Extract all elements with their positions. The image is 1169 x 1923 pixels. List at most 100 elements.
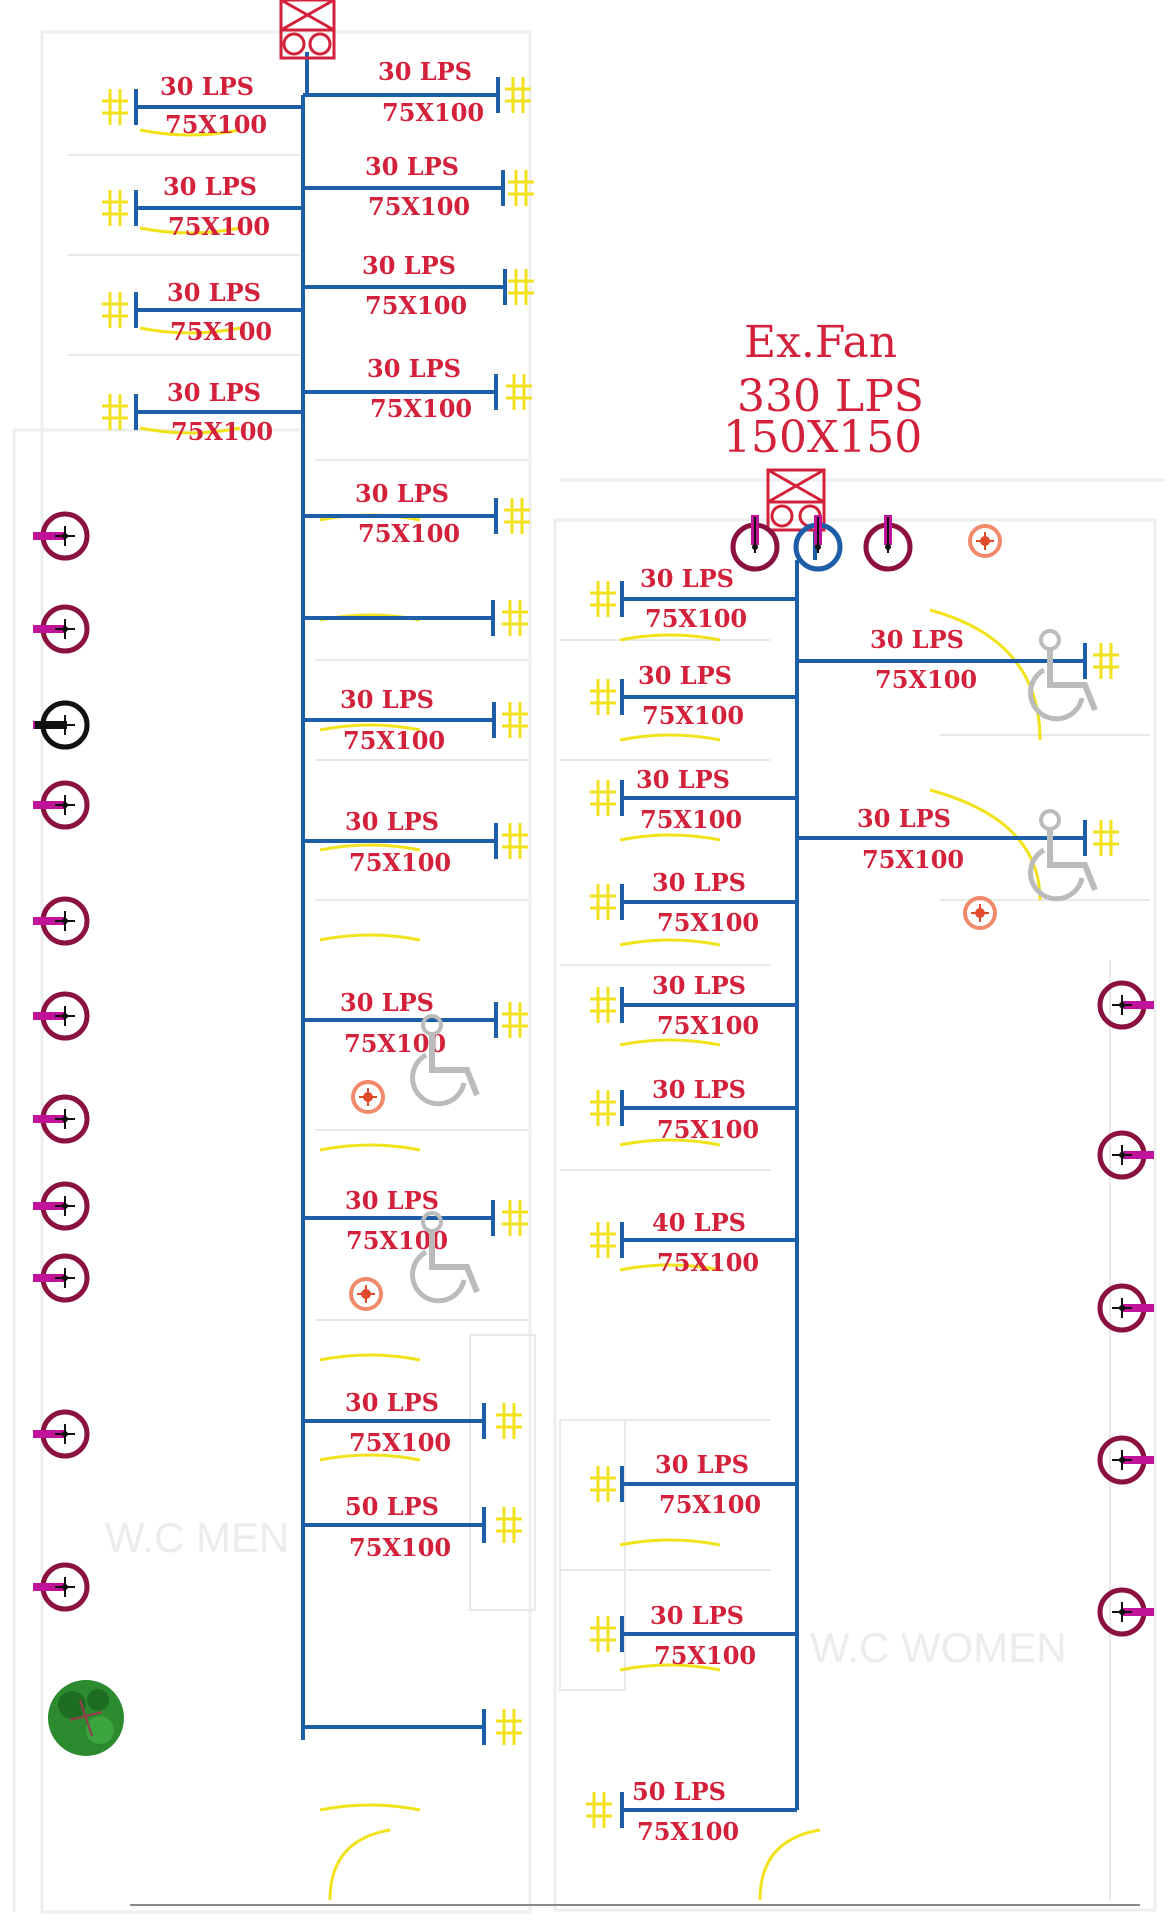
left-branch-7-lps: 30 LPS: [167, 378, 261, 407]
grille-icon: [590, 780, 616, 816]
left-branch-14-size: 75X100: [349, 1428, 451, 1457]
light-fixture-icon: [1097, 980, 1154, 1030]
left-branch-14-lps: 30 LPS: [345, 1388, 439, 1417]
left-branch-labels: 30 LPS 75X100 30 LPS 75X100 30 LPS 75X10…: [160, 57, 484, 1562]
left-branch-2-size: 75X100: [382, 98, 484, 127]
left-branch-4-size: 75X100: [368, 192, 470, 221]
smoke-detector-icon: [349, 1277, 383, 1311]
right-branch-11-lps: 30 LPS: [650, 1601, 744, 1630]
right-branch-12-lps: 50 LPS: [632, 1777, 726, 1806]
right-branch-6-lps: 30 LPS: [652, 868, 746, 897]
exhaust-fan-main-icon: [766, 468, 826, 532]
left-branch-2-lps: 30 LPS: [378, 57, 472, 86]
right-branch-1-size: 75X100: [645, 604, 747, 633]
light-fixture-icon: [1097, 1587, 1154, 1637]
grille-icon: [502, 702, 528, 738]
light-fixture-icon: [33, 780, 90, 830]
left-branch-6-lps: 30 LPS: [362, 251, 456, 280]
grille-icon: [508, 269, 534, 305]
room-label-women: W.C WOMEN: [810, 1624, 1067, 1671]
room-label-men: W.C MEN: [105, 1514, 289, 1561]
right-branch-10-size: 75X100: [659, 1490, 761, 1519]
light-fixture-icon: [33, 604, 90, 654]
left-branch-11-lps: 30 LPS: [345, 807, 439, 836]
right-branch-8-size: 75X100: [657, 1115, 759, 1144]
grille-icon: [502, 600, 528, 636]
grille-icon: [502, 823, 528, 859]
right-branch-9-lps: 40 LPS: [652, 1208, 746, 1237]
light-fixture-icon: [33, 1181, 90, 1231]
right-branch-8-lps: 30 LPS: [652, 1075, 746, 1104]
right-branch-4-size: 75X100: [640, 805, 742, 834]
grille-icon: [590, 987, 616, 1023]
left-branch-1-lps: 30 LPS: [160, 72, 254, 101]
right-branch-7-lps: 30 LPS: [652, 971, 746, 1000]
duct-network: [134, 52, 1087, 1828]
wheelchair-icon: [1028, 629, 1098, 722]
light-fixture-icon: [1097, 1130, 1154, 1180]
right-branch-labels: 30 LPS 75X100 30 LPS 75X100 30 LPS 75X10…: [632, 564, 977, 1846]
light-fixture-icon: [33, 1409, 90, 1459]
right-branch-2-size: 75X100: [875, 665, 977, 694]
grille-icon: [590, 1616, 616, 1652]
grille-icon: [590, 1090, 616, 1126]
grille-icon: [102, 394, 128, 430]
grille-icon: [506, 374, 532, 410]
left-branch-1-size: 75X100: [165, 110, 267, 139]
left-branch-10-lps: 30 LPS: [340, 685, 434, 714]
grille-icon: [1093, 820, 1119, 856]
right-branch-2-lps: 30 LPS: [870, 625, 964, 654]
right-branch-5-size: 75X100: [862, 845, 964, 874]
left-branch-12-lps: 30 LPS: [340, 988, 434, 1017]
grille-icon: [496, 1403, 522, 1439]
right-branch-3-lps: 30 LPS: [638, 661, 732, 690]
left-branch-8-size: 75X100: [370, 394, 472, 423]
grille-icon: [590, 1222, 616, 1258]
grille-icon: [102, 89, 128, 125]
left-branch-9-size: 75X100: [358, 519, 460, 548]
grille-icon: [508, 170, 534, 206]
left-branch-9-lps: 30 LPS: [355, 479, 449, 508]
wheelchair-icon: [410, 1211, 480, 1304]
light-fixture-icon: [33, 511, 90, 561]
grille-icon: [502, 1200, 528, 1236]
left-branch-3-size: 75X100: [168, 212, 270, 241]
architectural-background: [12, 30, 1165, 1914]
right-branch-9-size: 75X100: [657, 1248, 759, 1277]
door-swings: [139, 128, 1042, 1901]
smoke-detector-icon: [968, 524, 1002, 558]
wheelchair-icon: [410, 1014, 480, 1107]
grille-icon: [102, 292, 128, 328]
fan-name: Ex.Fan: [744, 317, 897, 368]
right-branch-5-lps: 30 LPS: [857, 804, 951, 833]
plant-icon: [48, 1680, 124, 1756]
left-branch-4-lps: 30 LPS: [365, 152, 459, 181]
smoke-detector-icon: [963, 896, 997, 930]
right-branch-7-size: 75X100: [657, 1011, 759, 1040]
grille-icon: [1093, 643, 1119, 679]
light-fixtures: [33, 511, 1154, 1637]
light-fixture-icon: [1097, 1283, 1154, 1333]
grille-icon: [504, 498, 530, 534]
grille-icon: [590, 581, 616, 617]
left-branch-3-lps: 30 LPS: [163, 172, 257, 201]
left-branch-5-size: 75X100: [170, 317, 272, 346]
grille-icon: [590, 884, 616, 920]
grille-icon: [586, 1792, 612, 1828]
wheelchair-icons: [410, 629, 1098, 1304]
right-branch-3-size: 75X100: [642, 701, 744, 730]
fan-flow: 330 LPS: [737, 371, 924, 422]
left-branch-15-lps: 50 LPS: [345, 1492, 439, 1521]
light-fixture-icon: [33, 1094, 90, 1144]
light-fixture-icon: [33, 896, 90, 946]
right-branch-10-lps: 30 LPS: [655, 1450, 749, 1479]
grille-icon: [505, 77, 531, 113]
grille-icon: [590, 679, 616, 715]
smoke-detector-icon: [351, 1080, 385, 1114]
right-branch-12-size: 75X100: [637, 1817, 739, 1846]
light-fixture-icon: [863, 515, 913, 572]
left-branch-8-lps: 30 LPS: [367, 354, 461, 383]
right-branch-6-size: 75X100: [657, 908, 759, 937]
light-fixture-icon: [33, 991, 90, 1041]
